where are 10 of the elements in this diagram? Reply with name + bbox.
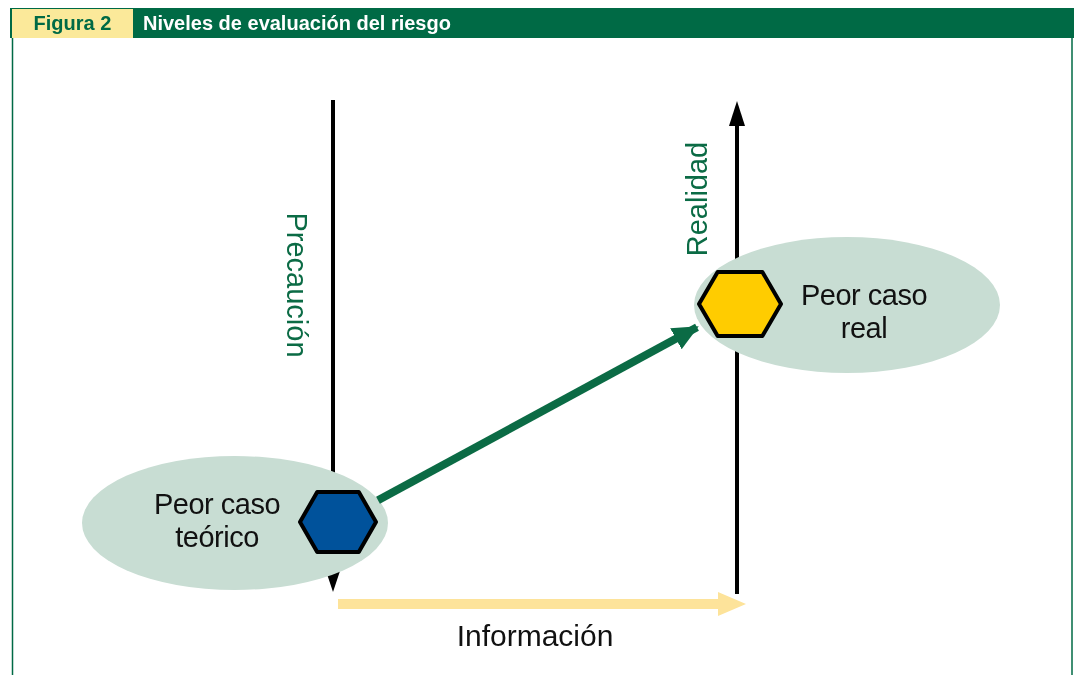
axis-label: Precaución [279, 212, 313, 358]
axis-label: Información [456, 619, 614, 653]
axis-label: Realidad [680, 141, 714, 257]
node-label: Peor caso teórico [152, 488, 282, 554]
hexagon-marker [697, 270, 783, 338]
figure-number: Figura 2 [12, 9, 133, 38]
hexagon-marker [298, 490, 378, 554]
node-label: Peor caso real [799, 279, 929, 345]
figure-title: Niveles de evaluación del riesgo [143, 11, 451, 35]
arrow [376, 323, 699, 504]
